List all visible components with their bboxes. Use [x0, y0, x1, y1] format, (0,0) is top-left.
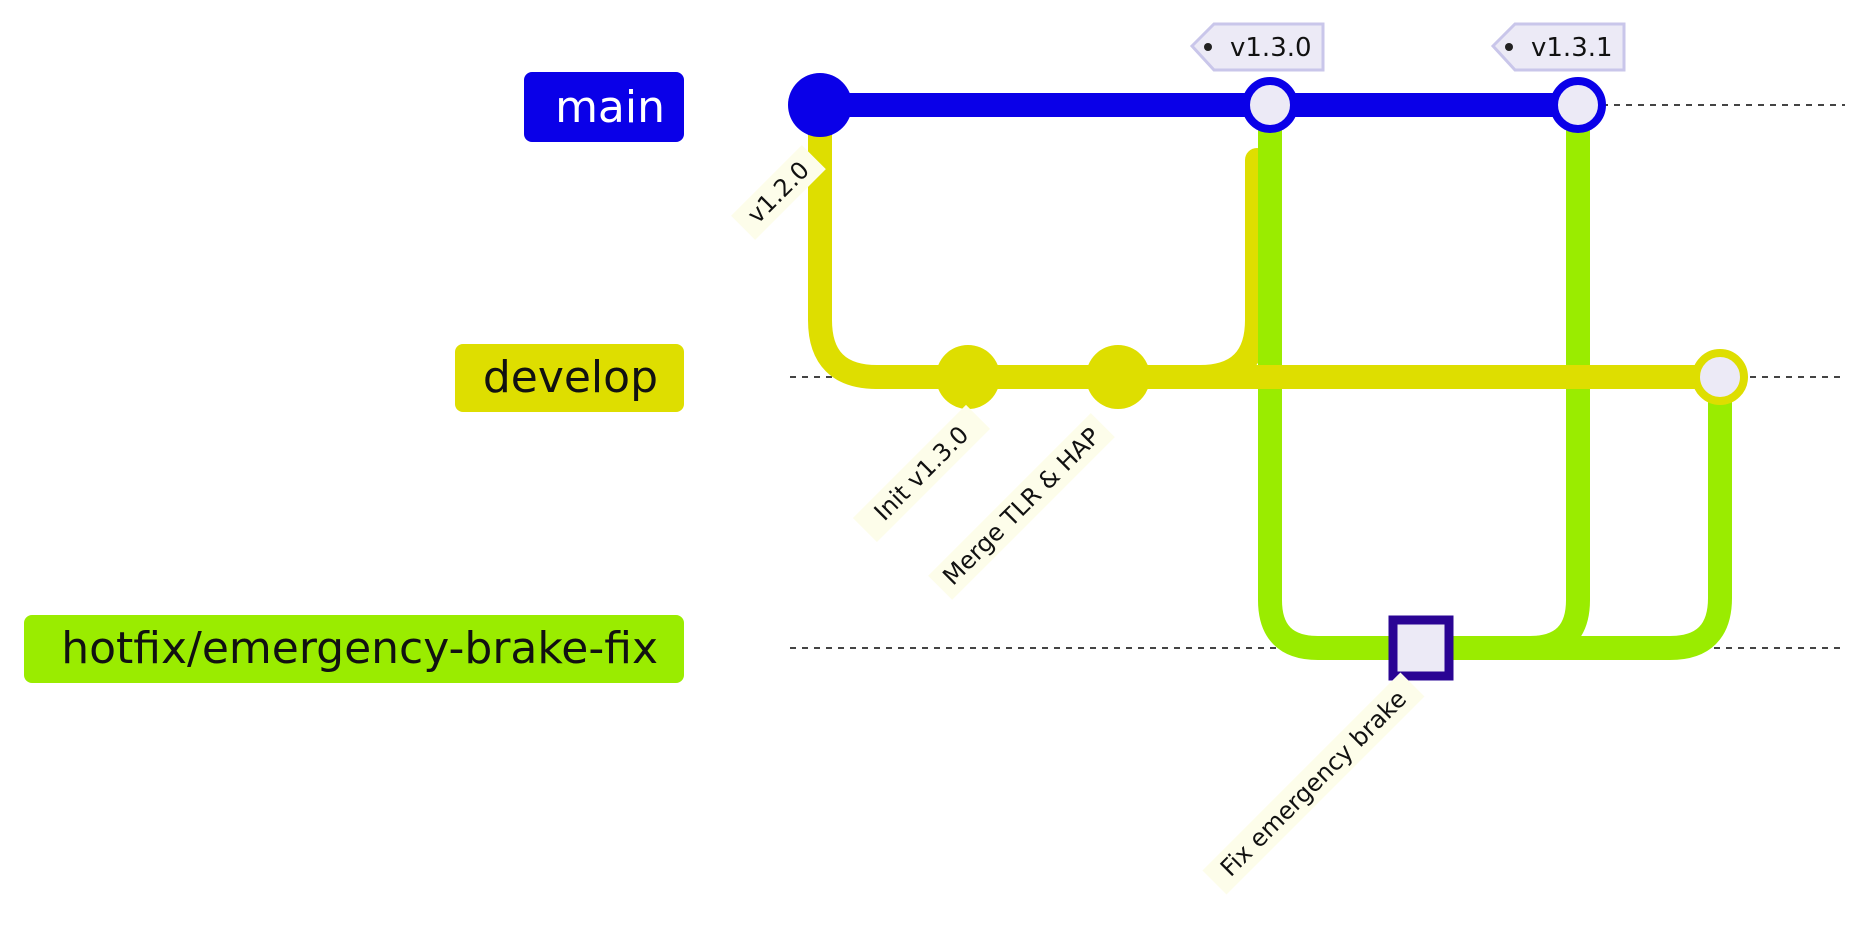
branch-lines	[808, 93, 1732, 660]
commit-develop-merge-hotfix[interactable]	[1692, 349, 1748, 405]
commit-label-merge-bg	[928, 413, 1115, 600]
commit-main-root[interactable]	[788, 73, 852, 137]
commit-label-v120-text: v1.2.0	[742, 156, 815, 229]
commit-label-init-bg	[852, 404, 991, 543]
branch-label-develop-text: develop	[483, 352, 658, 403]
commit-main-v131[interactable]	[1550, 77, 1606, 133]
commits	[788, 73, 1748, 681]
branch-label-hotfix-text: hotfix/emergency-brake-fix	[61, 623, 658, 674]
hotfix-line-b	[1518, 365, 1732, 660]
branch-label-main-text: main	[555, 82, 665, 133]
branch-label-develop[interactable]: develop	[455, 344, 684, 412]
commit-label-fix-bg	[1202, 672, 1425, 895]
commit-main-v130[interactable]	[1242, 77, 1298, 133]
commit-develop-merge[interactable]	[1086, 345, 1150, 409]
branch-label-main-box	[524, 72, 684, 142]
tag-v131[interactable]: v1.3.1	[1490, 22, 1626, 72]
tag-v130-hole	[1204, 43, 1212, 51]
commit-label-fix-text: Fix emergency brake	[1215, 685, 1412, 882]
tag-v130-text: v1.3.0	[1230, 33, 1312, 63]
commit-label-init-text: Init v1.3.0	[869, 421, 975, 527]
commit-develop-init[interactable]	[936, 345, 1000, 409]
commit-label-fix: Fix emergency brake	[1202, 672, 1425, 895]
tag-v131-text: v1.3.1	[1531, 33, 1613, 63]
tag-v130[interactable]: v1.3.0	[1189, 22, 1325, 72]
tag-v131-shape	[1490, 22, 1626, 72]
commit-label-v120-bg	[731, 145, 826, 240]
branch-label-hotfix[interactable]: hotfix/emergency-brake-fix	[24, 615, 684, 683]
branch-label-develop-box	[455, 344, 684, 412]
develop-fork-line	[808, 93, 1269, 389]
branch-label-main[interactable]: main	[524, 72, 684, 142]
branch-label-hotfix-box	[24, 615, 684, 683]
tag-v130-shape	[1189, 22, 1325, 72]
tag-v131-hole	[1505, 43, 1513, 51]
commit-label-init: Init v1.3.0	[852, 404, 991, 543]
commit-hotfix-fix[interactable]	[1388, 615, 1454, 681]
